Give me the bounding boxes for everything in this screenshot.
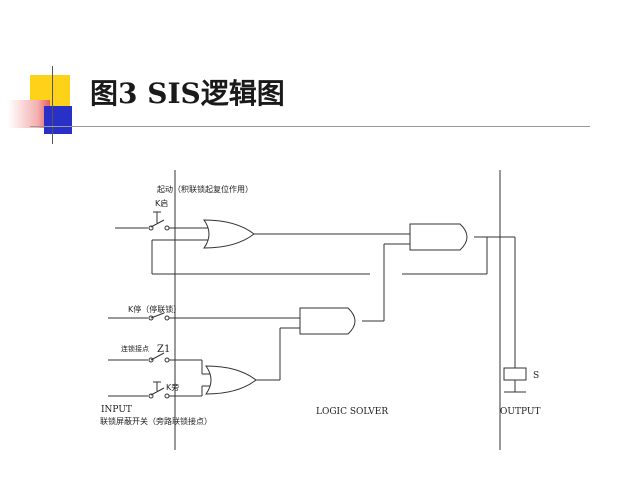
contact-terminal	[164, 393, 170, 399]
contact-terminal	[164, 225, 170, 231]
deco-vertical-line	[52, 66, 53, 144]
switch-blade-k-stop	[150, 312, 165, 319]
z1-label: Z1	[157, 344, 170, 355]
k-stop-label: K停（停联锁）	[128, 304, 181, 314]
solenoid-s	[503, 367, 527, 381]
deco-pink-block	[8, 100, 50, 128]
output-label: OUTPUT	[500, 407, 540, 417]
title-divider	[30, 126, 590, 127]
k-start-label: K启	[155, 198, 168, 208]
bypass-note-label: 联锁屏蔽开关（旁路联锁接点）	[100, 416, 212, 426]
or-gate-2	[205, 365, 257, 395]
input-label: INPUT	[101, 405, 132, 415]
slide-title: 图3 SIS逻辑图	[90, 77, 285, 110]
or-gate-1	[203, 219, 255, 249]
contact-terminal	[164, 315, 170, 321]
contact-terminal	[164, 357, 170, 363]
k-bypass-label: K旁	[166, 382, 179, 392]
s-label: S	[533, 371, 539, 381]
switch-blade-k-start	[150, 219, 165, 228]
and-gate-2	[409, 223, 468, 251]
logic-solver-label: LOGIC SOLVER	[316, 407, 388, 417]
switch-blade-z1	[150, 352, 165, 361]
start-note-label: 起动（积联锁起复位作用）	[157, 184, 253, 194]
and-gate-1	[299, 307, 356, 335]
switch-blade-k-bypass	[150, 387, 165, 396]
deco-blue-square	[44, 106, 72, 134]
interlock-contact-label: 连锁接点	[121, 344, 149, 353]
